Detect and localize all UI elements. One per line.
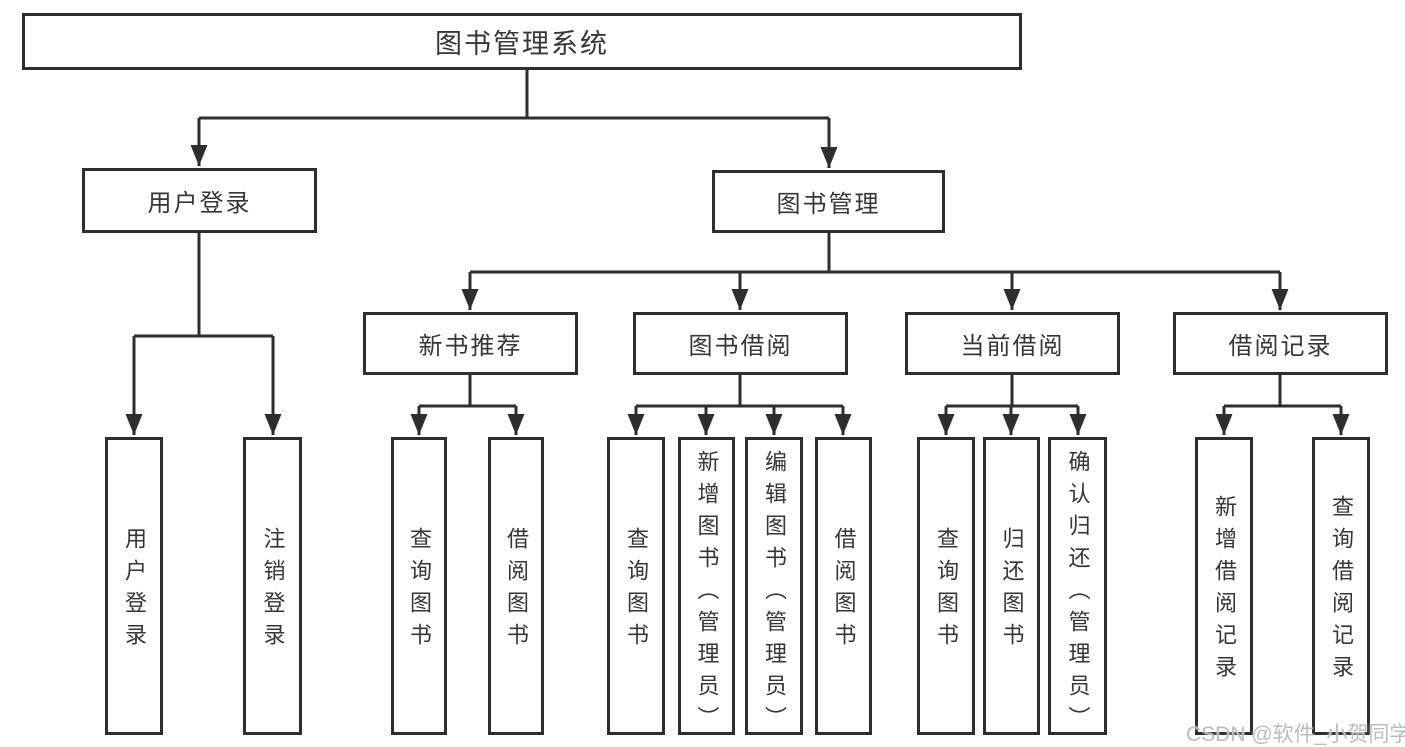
leaf-label: 借阅图书	[831, 527, 857, 655]
leaf-label: 确认归还（管理员）	[1065, 450, 1091, 738]
leaf-label: 查询图书	[624, 527, 649, 655]
node-leaf-br-query-record: 查询借阅记录	[1312, 437, 1370, 735]
csdn-watermark: CSDN @软件_小贺同学	[1186, 723, 1405, 746]
leaf-label: 新增借阅记录	[1212, 495, 1237, 687]
node-leaf-bb-add-books-admin: 新增图书（管理员）	[678, 437, 735, 738]
node-root-book-management-system: 图书管理系统	[22, 13, 1022, 70]
node-leaf-logout: 注销登录	[243, 437, 302, 735]
node-leaf-bb-edit-books-admin: 编辑图书（管理员）	[745, 437, 803, 738]
node-leaf-nb-borrow-books: 借阅图书	[488, 437, 544, 735]
leaf-label: 查询借阅记录	[1329, 495, 1354, 687]
node-leaf-cb-query-books: 查询图书	[917, 437, 975, 735]
node-leaf-cb-confirm-return-admin: 确认归还（管理员）	[1048, 437, 1107, 738]
leaf-label: 用户登录	[122, 527, 147, 655]
node-leaf-br-add-record: 新增借阅记录	[1195, 437, 1253, 735]
node-user-login-group: 用户登录	[82, 168, 317, 233]
leaf-label: 编辑图书（管理员）	[762, 450, 787, 738]
leaf-label: 注销登录	[260, 527, 286, 655]
leaf-label: 查询图书	[934, 527, 959, 655]
node-leaf-bb-query-books: 查询图书	[607, 437, 665, 735]
node-book-management: 图书管理	[712, 170, 945, 233]
node-borrowing-records: 借阅记录	[1173, 312, 1388, 375]
node-new-book-recommend: 新书推荐	[363, 312, 578, 375]
leaf-label: 新增图书（管理员）	[694, 450, 720, 738]
node-leaf-user-login: 用户登录	[105, 437, 163, 735]
node-leaf-bb-borrow-books: 借阅图书	[815, 437, 872, 735]
node-leaf-nb-query-books: 查询图书	[391, 437, 447, 735]
node-book-borrowing: 图书借阅	[633, 312, 848, 375]
node-current-borrowing: 当前借阅	[905, 312, 1120, 375]
leaf-label: 借阅图书	[504, 527, 529, 655]
node-leaf-cb-return-books: 归还图书	[983, 437, 1040, 735]
leaf-label: 归还图书	[999, 527, 1025, 655]
leaf-label: 查询图书	[407, 527, 432, 655]
